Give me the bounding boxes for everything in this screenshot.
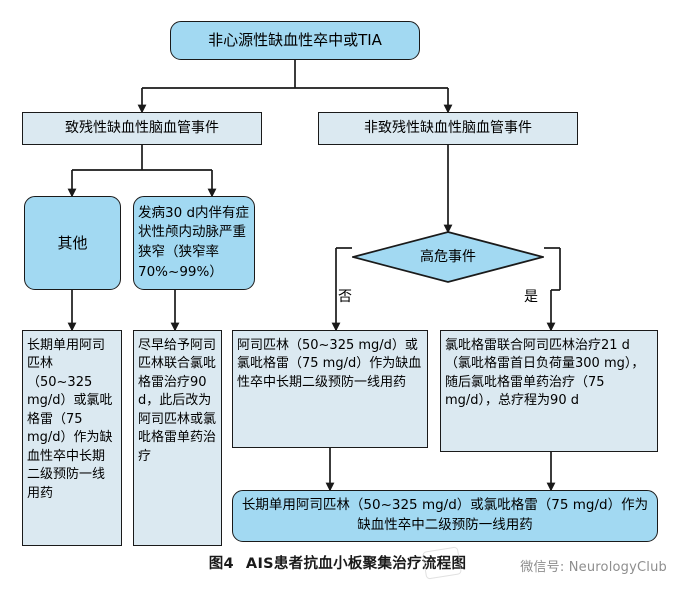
wechat-watermark: 微信号: NeurologyClub: [520, 560, 667, 575]
diamond-shape: [352, 231, 544, 283]
figure-caption-number: 图4: [208, 556, 234, 572]
node-high-risk-decision-label: 高危事件: [420, 248, 476, 265]
node-treat-low-risk-label: 阿司匹林（50~325 mg/d）或氯吡格雷（75 mg/d）作为缺血性卒中长期…: [237, 338, 422, 390]
node-severe-stenosis-label: 发病30 d内伴有症状性颅内动脉严重狭窄（狭窄率70%~99%）: [138, 204, 250, 280]
node-nondisabling-event-label: 非致残性缺血性脑血管事件: [364, 120, 532, 137]
node-disabling-event-label: 致残性缺血性脑血管事件: [65, 120, 219, 137]
node-longterm-therapy-label: 长期单用阿司匹林（50~325 mg/d）或氯吡格雷（75 mg/d）作为缺血性…: [241, 497, 649, 533]
node-severe-stenosis[interactable]: 发病30 d内伴有症状性颅内动脉严重狭窄（狭窄率70%~99%）: [133, 196, 255, 290]
node-treat-stenosis[interactable]: 尽早给予阿司匹林联合氯吡格雷治疗90 d，此后改为阿司匹林或氯吡格雷单药治疗: [133, 330, 222, 546]
node-treat-stenosis-label: 尽早给予阿司匹林联合氯吡格雷治疗90 d，此后改为阿司匹林或氯吡格雷单药治疗: [138, 338, 217, 464]
edge-label-yes: 是: [524, 289, 538, 305]
node-disabling-event[interactable]: 致残性缺血性脑血管事件: [22, 112, 262, 145]
node-other-label: 其他: [57, 233, 88, 252]
node-treat-other[interactable]: 长期单用阿司匹林（50~325 mg/d）或氯吡格雷（75 mg/d）作为缺血性…: [22, 330, 122, 546]
node-high-risk-decision[interactable]: 高危事件: [352, 231, 544, 283]
figure-caption-text: AIS患者抗血小板聚集治疗流程图: [245, 556, 467, 572]
node-nondisabling-event[interactable]: 非致残性缺血性脑血管事件: [318, 112, 578, 145]
node-root-label: 非心源性缺血性卒中或TIA: [208, 31, 382, 50]
node-treat-other-label: 长期单用阿司匹林（50~325 mg/d）或氯吡格雷（75 mg/d）作为缺血性…: [27, 338, 113, 501]
figure-caption: 图4 AIS患者抗血小板聚集治疗流程图: [0, 552, 675, 573]
edge-label-no: 否: [338, 289, 352, 305]
node-root[interactable]: 非心源性缺血性卒中或TIA: [170, 21, 420, 60]
watermark-stamp-icon: [422, 546, 462, 580]
node-other[interactable]: 其他: [24, 196, 121, 290]
node-treat-high-risk[interactable]: 氯吡格雷联合阿司匹林治疗21 d（氯吡格雷首日负荷量300 mg），随后氯吡格雷…: [440, 330, 658, 452]
node-treat-low-risk[interactable]: 阿司匹林（50~325 mg/d）或氯吡格雷（75 mg/d）作为缺血性卒中长期…: [232, 330, 428, 448]
node-treat-high-risk-label: 氯吡格雷联合阿司匹林治疗21 d（氯吡格雷首日负荷量300 mg），随后氯吡格雷…: [445, 338, 645, 409]
node-longterm-therapy[interactable]: 长期单用阿司匹林（50~325 mg/d）或氯吡格雷（75 mg/d）作为缺血性…: [232, 490, 658, 542]
